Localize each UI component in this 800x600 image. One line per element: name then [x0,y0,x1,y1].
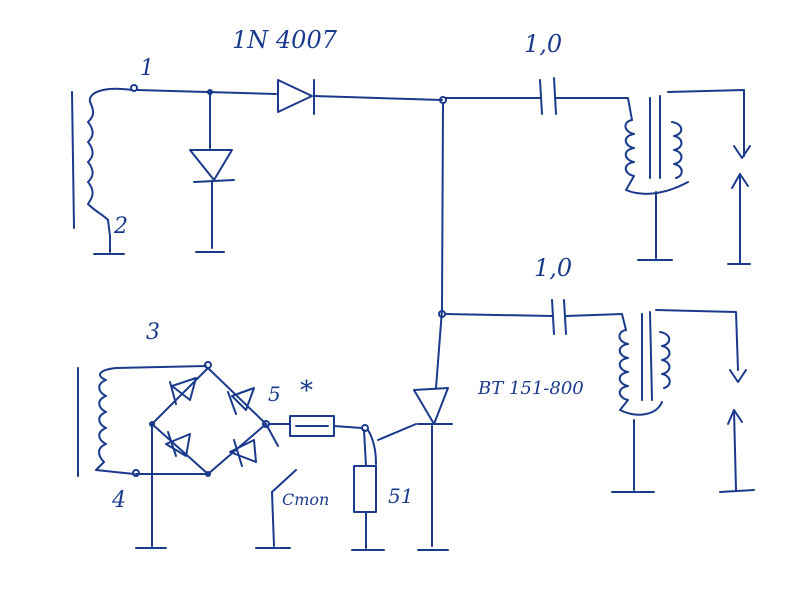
transformer-top [624,89,745,261]
thyristor-part-label: BT 151-800 [478,378,584,399]
stop-switch [255,423,297,549]
thyristor-bt151 [377,387,453,551]
coil-1-2 [71,84,138,237]
vertical-bus [435,102,444,389]
wire-top-left [136,89,277,95]
terminal-4-label: 4 [112,488,126,513]
shunt-diode [189,91,235,253]
terminal-2-label: 2 [114,214,128,239]
cap-bottom-label: 1,0 [534,254,573,282]
resistor-value-label: 51 [388,484,414,508]
diode-1n4007 [277,79,443,115]
capacitor-bottom [444,299,627,335]
stop-switch-label: Стоп [282,490,330,509]
terminal-1-label: 1 [140,56,154,81]
transformer-bottom [611,309,739,493]
cap-top-label: 1,0 [524,30,563,58]
terminal-5-label: 5 [268,382,281,406]
terminal-3-label: 3 [146,320,160,345]
coil-3-4 [77,361,212,477]
bridge-rectifier [135,367,270,549]
arrow-bottom-out [719,369,755,493]
arrow-top-out [727,145,751,265]
fuse [268,415,363,437]
ground-coil-1-2 [93,235,125,255]
diode-part-label: 1N 4007 [232,26,337,54]
fuse-mark-label: * [300,376,313,406]
capacitor-top [445,77,633,121]
resistor-51 [351,429,385,551]
